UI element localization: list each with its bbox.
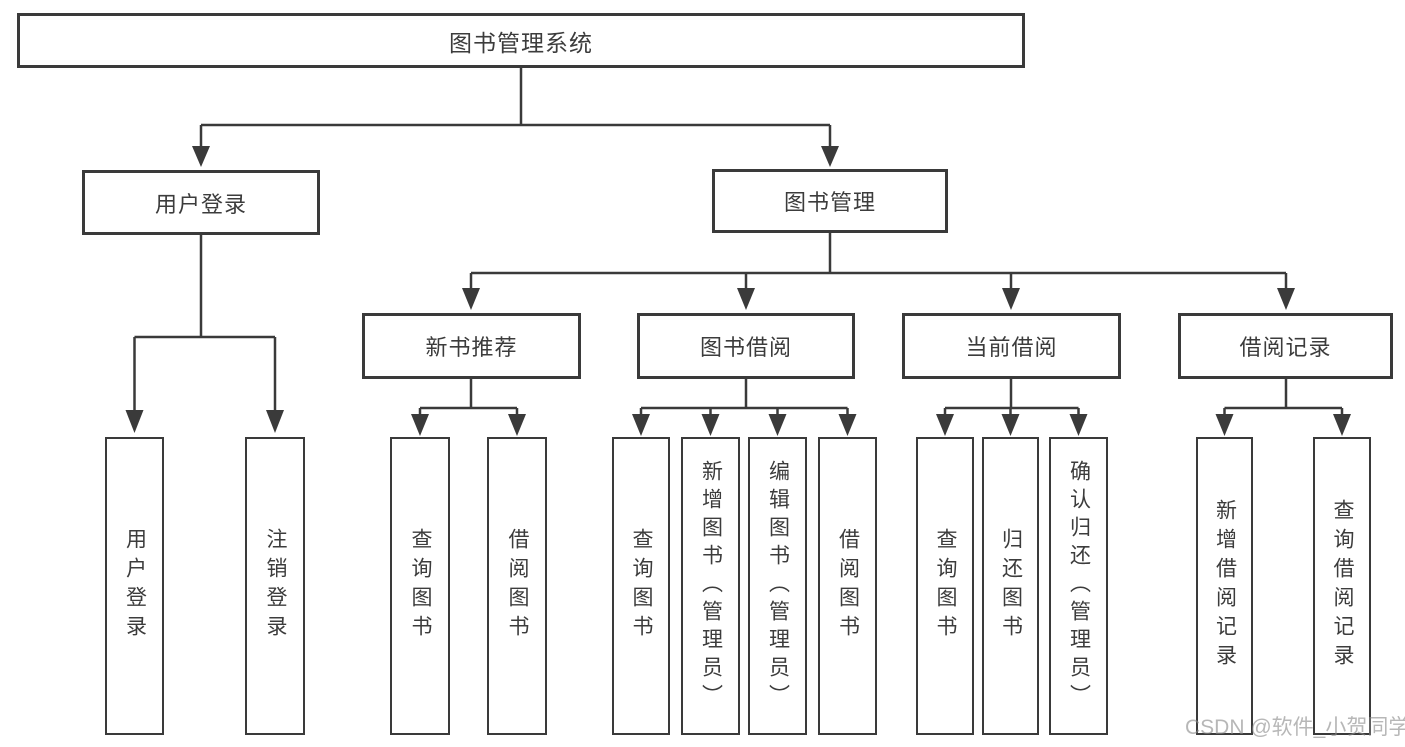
node-book-borrowing: 图书借阅 (637, 313, 855, 379)
leaf-return-books: 归还图书 (982, 437, 1039, 735)
leaf-borrow-books: 借阅图书 (818, 437, 877, 735)
leaf-query-books-recommend: 查询图书 (390, 437, 450, 735)
connector-userlogin-to-leaves (133, 235, 277, 412)
node-library-management-system: 图书管理系统 (17, 13, 1025, 68)
leaf-edit-books-admin: 编辑图书（管理员） (748, 437, 807, 735)
arrowhead (192, 146, 210, 167)
leaf-logout: 注销登录 (245, 437, 305, 735)
leaf-user-login: 用户登录 (105, 437, 164, 735)
arrowhead (462, 288, 480, 310)
leaf-add-borrow-record: 新增借阅记录 (1196, 437, 1253, 735)
connector-bookmgmt-to-level3 (469, 233, 1288, 290)
node-current-borrowing: 当前借阅 (902, 313, 1121, 379)
leaf-add-books-admin: 新增图书（管理员） (681, 437, 740, 735)
arrowhead (508, 414, 526, 436)
arrowhead (701, 414, 720, 436)
arrowhead (1002, 288, 1020, 310)
leaf-borrow-books-recommend: 借阅图书 (487, 437, 547, 735)
leaf-query-books-borrow: 查询图书 (612, 437, 670, 735)
leaf-confirm-return-admin: 确认归还（管理员） (1049, 437, 1108, 735)
arrowhead (632, 414, 650, 436)
arrowhead (125, 410, 144, 433)
arrowhead (266, 410, 284, 433)
leaf-query-books-current: 查询图书 (916, 437, 974, 735)
arrowhead (821, 146, 839, 167)
connector-currentborrow-to-leaves (943, 379, 1080, 416)
connector-bookborrow-to-leaves (639, 379, 849, 416)
arrowhead (737, 288, 755, 310)
node-borrowing-records: 借阅记录 (1178, 313, 1393, 379)
arrowhead (838, 414, 857, 436)
arrowhead (411, 414, 429, 436)
arrowhead (768, 414, 787, 436)
node-user-login: 用户登录 (82, 170, 320, 235)
arrowhead (1001, 414, 1020, 436)
connector-borrowrecords-to-leaves (1223, 379, 1344, 416)
leaf-query-borrow-record: 查询借阅记录 (1313, 437, 1371, 735)
arrowhead (1215, 414, 1234, 436)
csdn-watermark: CSDN @软件_小贺同学 (1185, 716, 1405, 739)
connector-root-to-level2 (199, 68, 832, 147)
arrowhead (1333, 414, 1351, 436)
arrowhead (1069, 414, 1088, 436)
arrowhead (936, 414, 954, 436)
node-new-book-recommendation: 新书推荐 (362, 313, 581, 379)
arrowhead (1277, 288, 1295, 310)
node-book-management: 图书管理 (712, 169, 948, 233)
connector-newbook-to-leaves (418, 379, 519, 416)
